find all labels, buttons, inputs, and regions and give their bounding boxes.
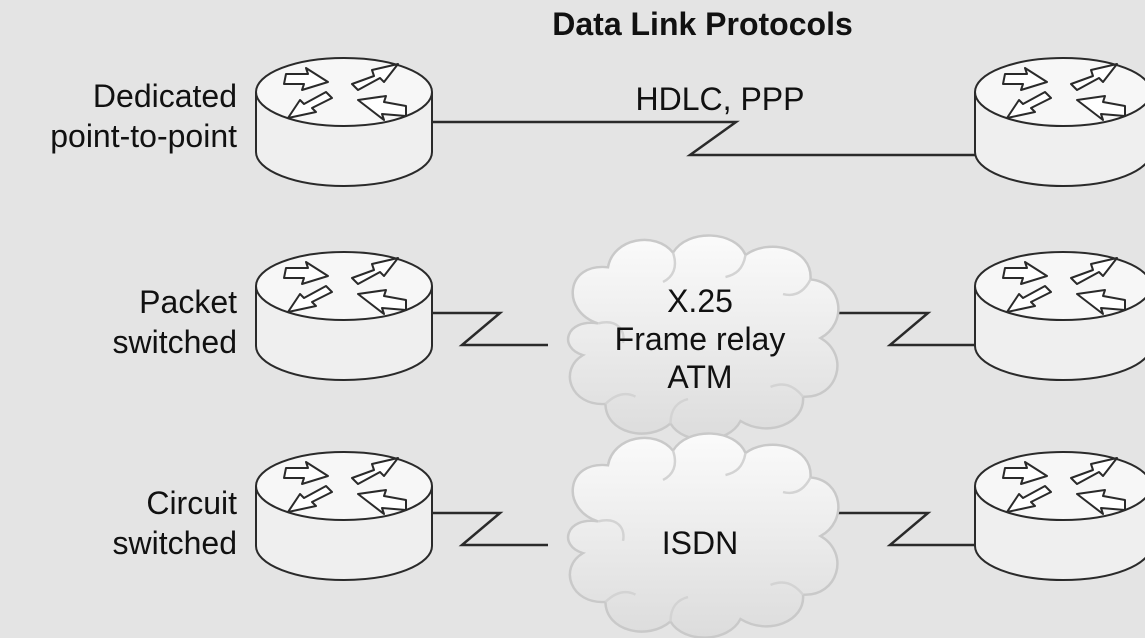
row-label-line: Circuit	[146, 485, 237, 521]
router-icon	[255, 451, 433, 581]
row-label-circuit: Circuit switched	[113, 483, 238, 563]
protocol-label: ATM	[667, 359, 733, 395]
link-circuit-right	[820, 511, 975, 547]
protocol-label: X.25	[667, 283, 733, 319]
protocol-label-dedicated: HDLC, PPP	[635, 81, 805, 117]
router-icon	[255, 251, 433, 381]
protocol-label-circuit: ISDN	[661, 525, 739, 561]
row-label-line: Dedicated	[92, 78, 237, 114]
diagram-title: Data Link Protocols	[552, 6, 853, 42]
router-icon	[974, 57, 1145, 187]
row-label-packet: Packet switched	[113, 282, 238, 362]
link-packet-left	[432, 311, 548, 347]
link-circuit-left	[432, 511, 548, 547]
protocol-list-packet: X.25 Frame relay ATM	[580, 282, 820, 396]
row-label-line: switched	[112, 525, 238, 561]
link-packet-right	[820, 311, 975, 347]
row-label-dedicated: Dedicated point-to-point	[50, 76, 237, 156]
row-label-line: point-to-point	[50, 118, 237, 154]
protocol-label: Frame relay	[614, 321, 786, 357]
row-label-line: Packet	[139, 284, 237, 320]
row-label-line: switched	[112, 324, 238, 360]
router-icon	[255, 57, 433, 187]
router-icon	[974, 251, 1145, 381]
link-dedicated	[432, 120, 975, 157]
router-icon	[974, 451, 1145, 581]
